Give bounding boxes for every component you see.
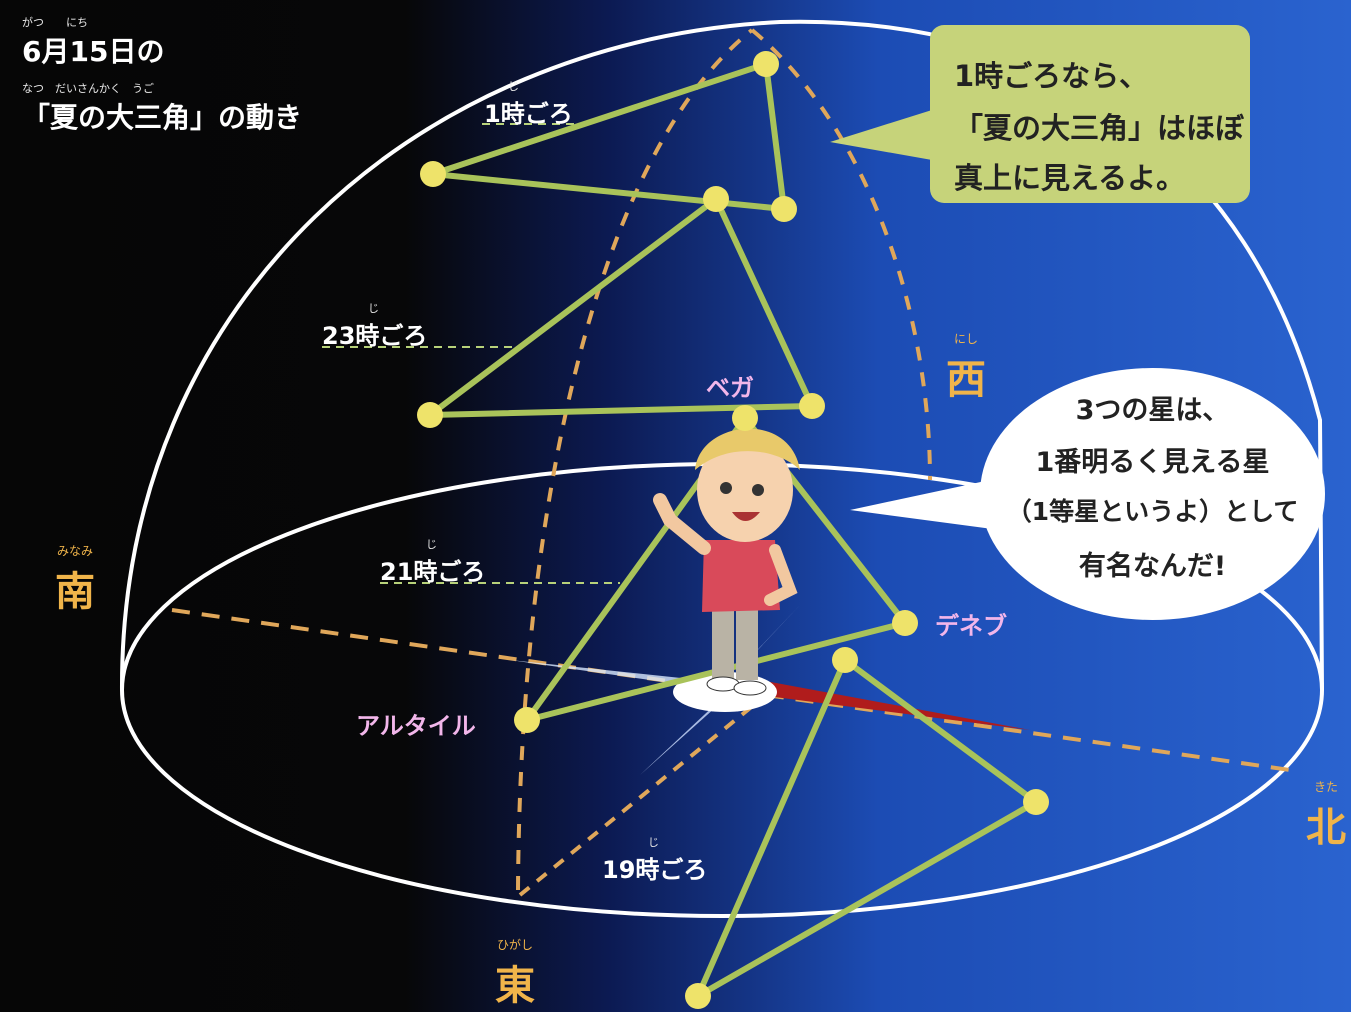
time-ruby: じ — [426, 538, 437, 551]
bubble-right-line2: 1番明るく見える星 — [1035, 447, 1270, 478]
time-label-21h: じ 21時ごろ — [380, 536, 485, 587]
direction-north: きた 北 — [1306, 778, 1346, 853]
star-19h-vega — [832, 647, 858, 673]
time-text: 1時ごろ — [484, 100, 573, 128]
time-text: 21時ごろ — [380, 558, 486, 586]
bubble-top-line1: 1時ごろなら、 — [954, 59, 1149, 93]
star-19h-deneb — [1023, 789, 1049, 815]
time-label-1h: じ 1時ごろ — [484, 78, 573, 129]
direction-text: 北 — [1306, 805, 1346, 851]
star-label-deneb: デネブ — [935, 612, 1007, 640]
title-text-1: 6月15日の — [22, 35, 165, 68]
direction-west: にし 西 — [946, 330, 986, 405]
direction-text: 西 — [946, 357, 986, 403]
speech-bubble-top: 1時ごろなら、 「夏の大三角」はほぼ 真上に見えるよ。 — [930, 25, 1250, 203]
triangle-23h — [427, 196, 815, 418]
time-ruby: じ — [648, 836, 659, 849]
star-label-vega: ベガ — [706, 374, 754, 402]
direction-ruby: みなみ — [56, 544, 93, 558]
bubble-top-tail — [830, 110, 932, 160]
bubble-right-line3: （1等星というよ）として — [1006, 497, 1299, 526]
direction-ruby: にし — [953, 332, 978, 346]
title-ruby-1: がつ にち — [22, 16, 88, 29]
star-23h-vega — [703, 186, 729, 212]
direction-text: 東 — [495, 963, 535, 1009]
star-1h-vega — [753, 51, 779, 77]
star-23h-deneb — [799, 393, 825, 419]
star-19h-altair — [685, 983, 711, 1009]
time-ruby: じ — [368, 302, 379, 315]
direction-text: 南 — [55, 569, 95, 615]
triangle-1h — [430, 61, 787, 212]
compass-needle-north — [720, 680, 1030, 730]
direction-ruby: ひがし — [496, 938, 533, 952]
bubble-top-line2: 「夏の大三角」はほぼ — [954, 111, 1245, 145]
triangle-19h — [695, 657, 1039, 999]
bubble-top-line3: 真上に見えるよ。 — [954, 161, 1186, 195]
zenith-arc — [750, 28, 932, 481]
star-21h-altair — [514, 707, 540, 733]
bubble-right-line4: 有名なんだ! — [1078, 551, 1227, 582]
star-21h-vega — [732, 405, 758, 431]
time-text: 19時ごろ — [602, 856, 708, 884]
time-ruby: じ — [508, 80, 519, 93]
star-1h-deneb — [771, 196, 797, 222]
direction-ruby: きた — [1313, 780, 1338, 794]
direction-south: みなみ 南 — [55, 542, 95, 617]
time-text: 23時ごろ — [322, 322, 428, 350]
title-ruby-2: なつ だいさんかく うご — [22, 82, 154, 95]
bubble-right-tail — [850, 480, 1000, 530]
speech-bubble-right: 3つの星は、 1番明るく見える星 （1等星というよ）として 有名なんだ! — [980, 368, 1325, 620]
boy-illustration — [653, 428, 800, 696]
bubble-right-line1: 3つの星は、 — [1075, 395, 1230, 426]
south-north-line — [171, 608, 1291, 772]
star-21h-deneb — [892, 610, 918, 636]
star-1h-altair — [420, 161, 446, 187]
time-label-19h: じ 19時ごろ — [602, 834, 707, 885]
diagram-title-line1: がつ にち 6月15日の — [22, 14, 164, 70]
east-line — [518, 698, 762, 897]
title-text-2: 「夏の大三角」の動き — [22, 101, 303, 134]
star-label-altair: アルタイル — [356, 712, 476, 740]
direction-east: ひがし 東 — [495, 936, 535, 1011]
diagram-title-line2: なつ だいさんかく うご 「夏の大三角」の動き — [22, 80, 302, 136]
time-label-23h: じ 23時ごろ — [322, 300, 427, 351]
star-23h-altair — [417, 402, 443, 428]
